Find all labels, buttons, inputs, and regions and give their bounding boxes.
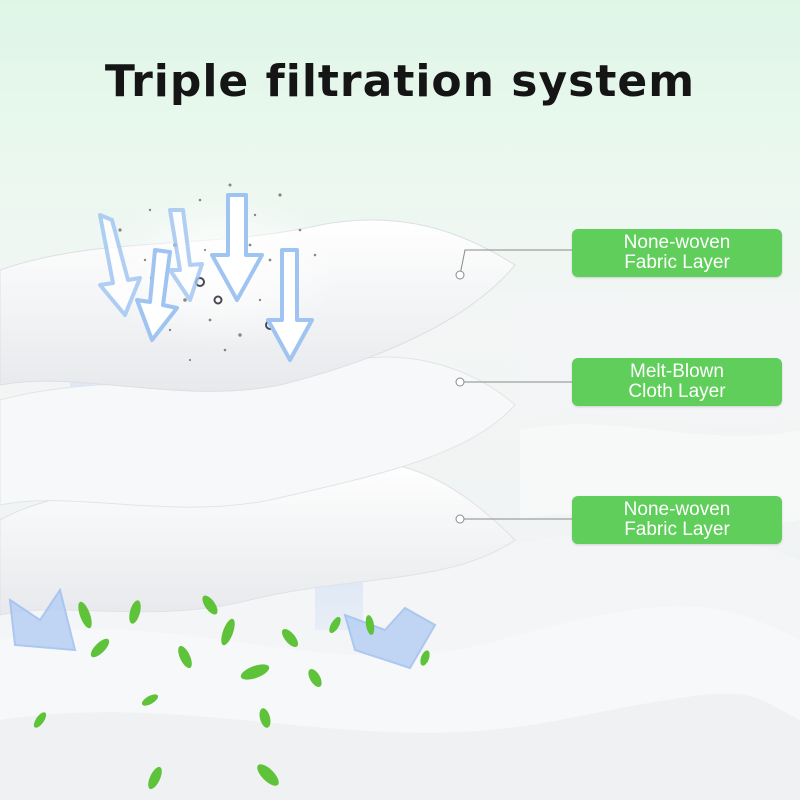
outlet-arrows bbox=[8, 587, 437, 670]
layer-label-inner: None-woven Fabric Layer bbox=[572, 496, 782, 544]
layer-label-middle: Melt-Blown Cloth Layer bbox=[572, 358, 782, 406]
layer-label-line2: Cloth Layer bbox=[628, 381, 726, 402]
layer-label-line2: Fabric Layer bbox=[624, 519, 730, 540]
leaves bbox=[33, 595, 430, 790]
label-connectors bbox=[455, 249, 572, 524]
layer-label-line1: Melt-Blown bbox=[630, 361, 724, 382]
page-title: Triple filtration system bbox=[104, 56, 696, 107]
layer-label-line1: None-woven bbox=[623, 499, 731, 520]
airflow-arrows bbox=[98, 193, 314, 362]
layer-label-line1: None-woven bbox=[623, 232, 731, 253]
layer-label-outer: None-woven Fabric Layer bbox=[572, 229, 782, 277]
layer-label-line2: Fabric Layer bbox=[624, 252, 730, 273]
